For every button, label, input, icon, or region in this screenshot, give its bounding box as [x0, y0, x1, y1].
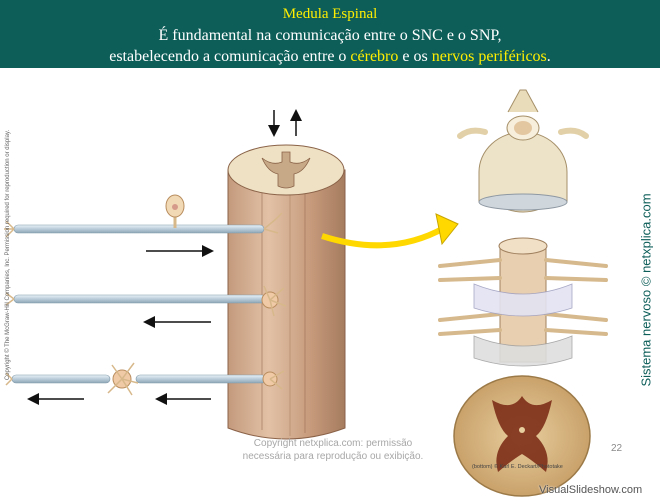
spinal-cord-illustration: [0, 68, 660, 500]
slide-header: Medula Espinal É fundamental na comunica…: [0, 0, 660, 68]
spinal-cord-column: [228, 145, 345, 439]
highlight-nervos-perifericos: nervos periféricos: [432, 48, 547, 65]
footer-copyright-line-2: necessária para reprodução ou exibição.: [238, 450, 428, 463]
spinal-segment-illustration: [440, 238, 606, 366]
cross-section-photo: [454, 376, 590, 496]
slide-title: Medula Espinal: [0, 0, 660, 25]
footer-copyright: Copyright netxplica.com: permissão neces…: [238, 437, 428, 463]
vertebra-illustration: [460, 90, 586, 212]
vertical-copyright: Copyright © The McGraw-Hill Companies, I…: [5, 130, 11, 380]
side-label: Sistema nervoso © netxplica.com: [639, 193, 654, 386]
highlight-cerebro: cérebro: [350, 48, 398, 65]
page-number: 22: [611, 443, 622, 454]
footer-copyright-line-1: Copyright netxplica.com: permissão: [238, 437, 428, 450]
header-line-2: É fundamental na comunicação entre o SNC…: [0, 25, 660, 46]
watermark[interactable]: VisualSlideshow.com: [539, 484, 642, 496]
header-line-3: estabelecendo a comunicação entre o cére…: [0, 46, 660, 67]
image-credit: (bottom) © Karl E. Deckart/Phototake: [472, 464, 563, 470]
